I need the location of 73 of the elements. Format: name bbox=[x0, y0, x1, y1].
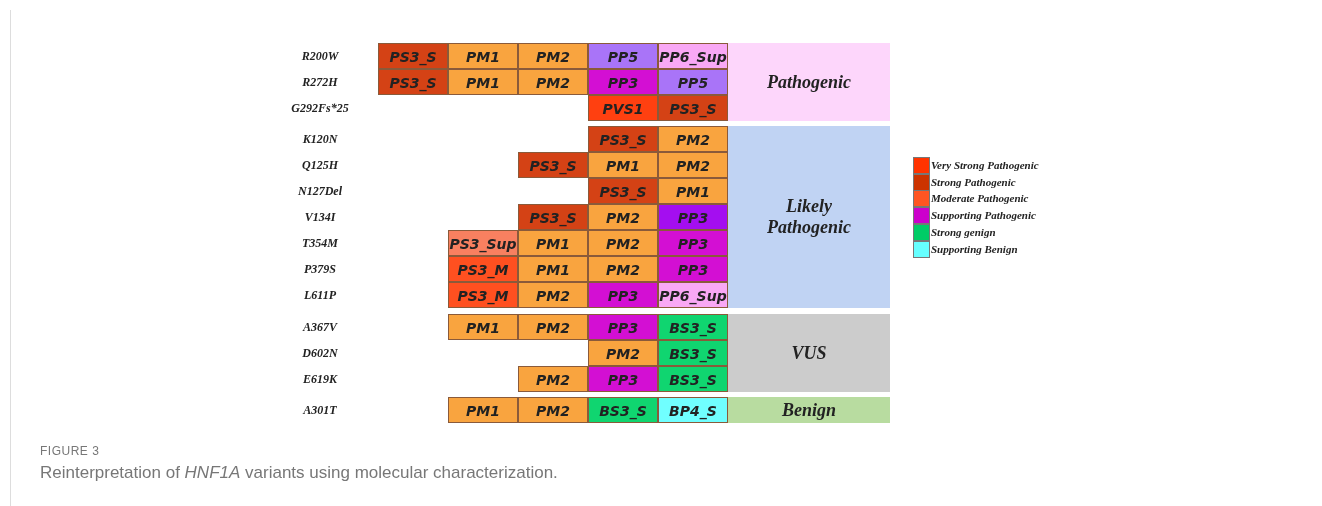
criterion-cell: PM1 bbox=[448, 69, 518, 95]
criterion-cell: PM1 bbox=[448, 43, 518, 69]
criterion-cell: PP5 bbox=[588, 43, 658, 69]
classification-band: Likely Pathogenic bbox=[728, 126, 890, 308]
criterion-cell: PM1 bbox=[518, 256, 588, 282]
criterion-cell: PP6_Sup bbox=[658, 282, 728, 308]
legend-label: Strong Pathogenic bbox=[931, 174, 1016, 190]
variant-name: E619K bbox=[302, 371, 339, 388]
criterion-cell: PS3_Sup bbox=[448, 230, 518, 256]
criterion-cell: PM1 bbox=[658, 178, 728, 204]
figure-number: FIGURE 3 bbox=[40, 444, 100, 458]
variant-name: A367V bbox=[301, 319, 339, 336]
legend-label: Moderate Pathogenic bbox=[931, 191, 1029, 207]
legend-label: Supporting Pathogenic bbox=[931, 208, 1036, 224]
criterion-cell: PM1 bbox=[448, 314, 518, 340]
variant-name: N127Del bbox=[297, 183, 343, 200]
criterion-cell: PP3 bbox=[658, 204, 728, 230]
criterion-cell: PP3 bbox=[588, 314, 658, 340]
criterion-cell: PM2 bbox=[518, 314, 588, 340]
criterion-cell: PS3_M bbox=[448, 282, 518, 308]
criterion-cell: PM2 bbox=[658, 152, 728, 178]
legend-label: Strong genign bbox=[931, 224, 996, 240]
criterion-cell: PM2 bbox=[518, 69, 588, 95]
variant-name: L611P bbox=[303, 287, 337, 304]
criterion-cell: PP3 bbox=[658, 230, 728, 256]
variant-name: Q125H bbox=[301, 157, 340, 174]
classification-band: Pathogenic bbox=[728, 43, 890, 121]
criterion-cell: PS3_S bbox=[588, 126, 658, 152]
criterion-cell: PM1 bbox=[518, 230, 588, 256]
criterion-cell: PP3 bbox=[588, 282, 658, 308]
criterion-cell: PVS1 bbox=[588, 95, 658, 121]
variant-name: G292Fs*25 bbox=[290, 100, 350, 117]
legend-label: Supporting Benign bbox=[931, 241, 1018, 257]
criterion-cell: PS3_S bbox=[378, 43, 448, 69]
criterion-cell: PM2 bbox=[588, 340, 658, 366]
criterion-cell: PM2 bbox=[518, 397, 588, 423]
criterion-cell: PM2 bbox=[658, 126, 728, 152]
criterion-cell: PS3_S bbox=[518, 152, 588, 178]
criterion-cell: BS3_S bbox=[658, 340, 728, 366]
criterion-cell: PM2 bbox=[588, 230, 658, 256]
variant-name: R272H bbox=[301, 74, 339, 91]
criterion-cell: PS3_S bbox=[518, 204, 588, 230]
criterion-cell: PP5 bbox=[658, 69, 728, 95]
criterion-cell: PS3_S bbox=[588, 178, 658, 204]
criterion-cell: PP3 bbox=[588, 366, 658, 392]
variant-name: P379S bbox=[303, 261, 337, 278]
variant-name: A301T bbox=[301, 402, 338, 419]
criterion-cell: PS3_S bbox=[378, 69, 448, 95]
criterion-cell: BS3_S bbox=[658, 314, 728, 340]
criterion-cell: PM1 bbox=[448, 397, 518, 423]
criterion-cell: PM2 bbox=[588, 204, 658, 230]
legend-label: Very Strong Pathogenic bbox=[931, 158, 1039, 173]
criterion-cell: PM2 bbox=[588, 256, 658, 282]
variant-name: T354M bbox=[301, 235, 339, 252]
criterion-cell: PS3_M bbox=[448, 256, 518, 282]
classification-band: Benign bbox=[728, 397, 890, 423]
criterion-cell: PP6_Sup bbox=[658, 43, 728, 69]
criterion-cell: PP3 bbox=[658, 256, 728, 282]
figure-caption: Reinterpretation of HNF1A variants using molecular characterization. bbox=[40, 463, 558, 483]
criterion-cell: BS3_S bbox=[658, 366, 728, 392]
classification-band: VUS bbox=[728, 314, 890, 392]
criterion-cell: BP4_S bbox=[658, 397, 728, 423]
criterion-cell: PP3 bbox=[588, 69, 658, 95]
criterion-cell: PM2 bbox=[518, 282, 588, 308]
variant-name: K120N bbox=[301, 131, 339, 148]
criterion-cell: PM2 bbox=[518, 366, 588, 392]
variant-name: R200W bbox=[300, 48, 340, 65]
criterion-cell: BS3_S bbox=[588, 397, 658, 423]
variant-name: D602N bbox=[301, 345, 339, 362]
criterion-cell: PS3_S bbox=[658, 95, 728, 121]
variant-name: V134I bbox=[303, 209, 337, 226]
criterion-cell: PM2 bbox=[518, 43, 588, 69]
criterion-cell: PM1 bbox=[588, 152, 658, 178]
